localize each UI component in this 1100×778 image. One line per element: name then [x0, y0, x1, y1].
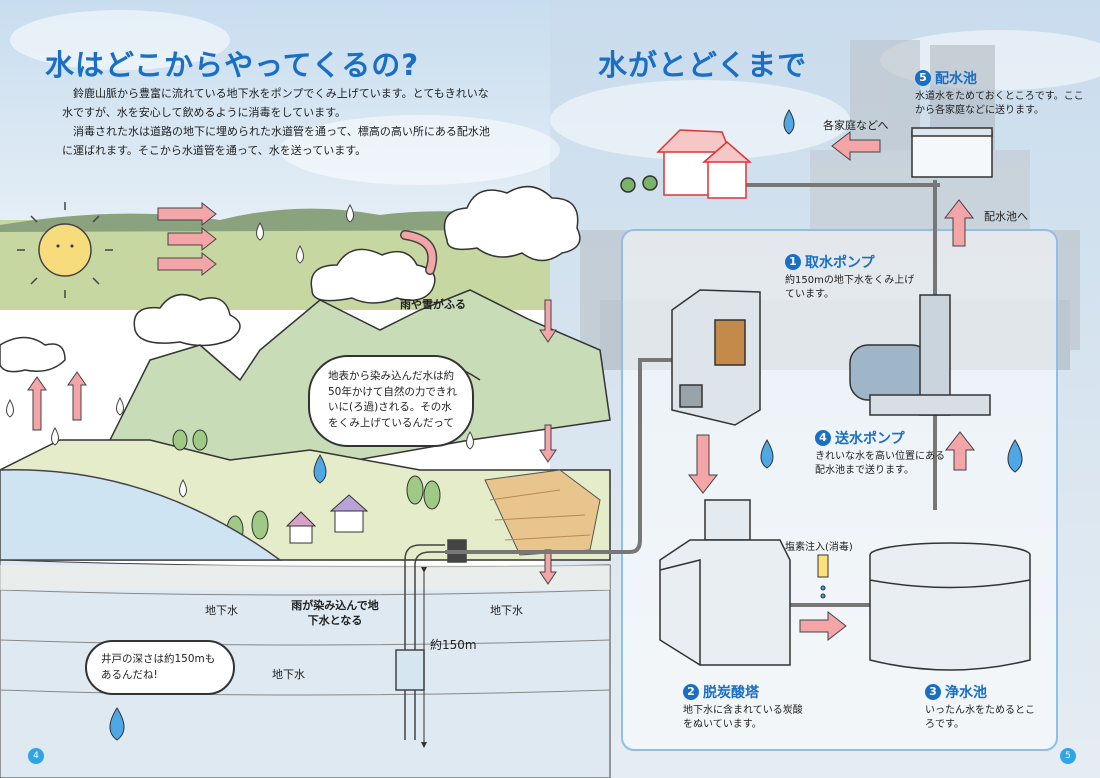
farm-fields: [484, 469, 601, 556]
page-title-left: 水はどこからやってくるの?: [45, 48, 420, 82]
step-number: 2: [683, 684, 699, 700]
distribution-tank: [911, 127, 993, 178]
step-desc: きれいな水を高い位置にある配水池まで送ります。: [815, 451, 945, 476]
step-number: 4: [815, 430, 831, 446]
groundwater-label-2: 地下水: [490, 604, 523, 617]
step-desc: 水道水をためておくところです。ここから各家庭などに送ります。: [915, 91, 1084, 116]
page-number-left: 4: [28, 748, 44, 764]
transmission-pump: [849, 294, 991, 416]
step-desc: 地下水に含まれている炭酸をぬいています。: [683, 705, 803, 730]
house-right: [620, 129, 753, 199]
step-number: 5: [915, 70, 931, 86]
intake-pump: [671, 289, 761, 426]
to-homes-label: 各家庭などへ: [823, 119, 889, 132]
step-desc: 約150mの地下水をくみ上げています。: [785, 275, 915, 300]
reservoir-tank: [869, 542, 1031, 671]
seep-label: 雨が染み込んで地下水となる: [291, 599, 379, 627]
step-name: 浄水池: [945, 685, 987, 701]
clouds: [0, 185, 581, 373]
groundwater-label-1: 地下水: [205, 604, 238, 617]
speech-bubble-well: 井戸の深さは約150mもあるんだね!: [85, 640, 235, 695]
pipes: [445, 180, 940, 607]
droplet-characters: [109, 109, 1023, 741]
step-number: 3: [925, 684, 941, 700]
page-number-right: 5: [1060, 748, 1076, 764]
wind-arrows: [157, 201, 217, 277]
decarb-tower: [659, 499, 791, 666]
step-name: 取水ポンプ: [805, 255, 875, 271]
page-title-right: 水がとどくまで: [598, 48, 808, 82]
step-name: 送水ポンプ: [835, 431, 905, 447]
intro-paragraph-1: 鈴鹿山脈から豊富に流れている地下水をポンプでくみ上げています。とてもきれいな水で…: [62, 87, 489, 119]
process-arrows: [687, 130, 976, 642]
underground: [0, 559, 611, 778]
chlorine-label: 塩素注入(消毒): [785, 542, 853, 553]
step-number: 1: [785, 254, 801, 270]
intro-paragraph-2: 消毒された水は道路の地下に埋められた水道管を通って、標高の高い所にある配水池に運…: [62, 125, 490, 157]
step-name: 脱炭酸塔: [703, 685, 759, 701]
intro-text: 鈴鹿山脈から豊富に流れている地下水をポンプでくみ上げています。とてもきれいな水で…: [62, 84, 492, 160]
depth-label: 約150m: [430, 638, 477, 652]
sun-icon: [17, 202, 113, 298]
step-name: 配水池: [935, 71, 977, 87]
step-desc: いったん水をためるところです。: [925, 705, 1035, 730]
river: [0, 469, 283, 561]
houses-left: [285, 494, 369, 544]
groundwater-label-3: 地下水: [272, 668, 305, 681]
to-reservoir-label: 配水池へ: [984, 210, 1028, 223]
small-drops: [6, 204, 474, 498]
chlorine-injector: [817, 554, 829, 599]
speech-bubble-filter: 地表から染み込んだ水は約50年かけて自然の力できれいに(ろ過)される。その水をく…: [308, 355, 474, 447]
rain-label: 雨や雪がふる: [400, 298, 466, 311]
